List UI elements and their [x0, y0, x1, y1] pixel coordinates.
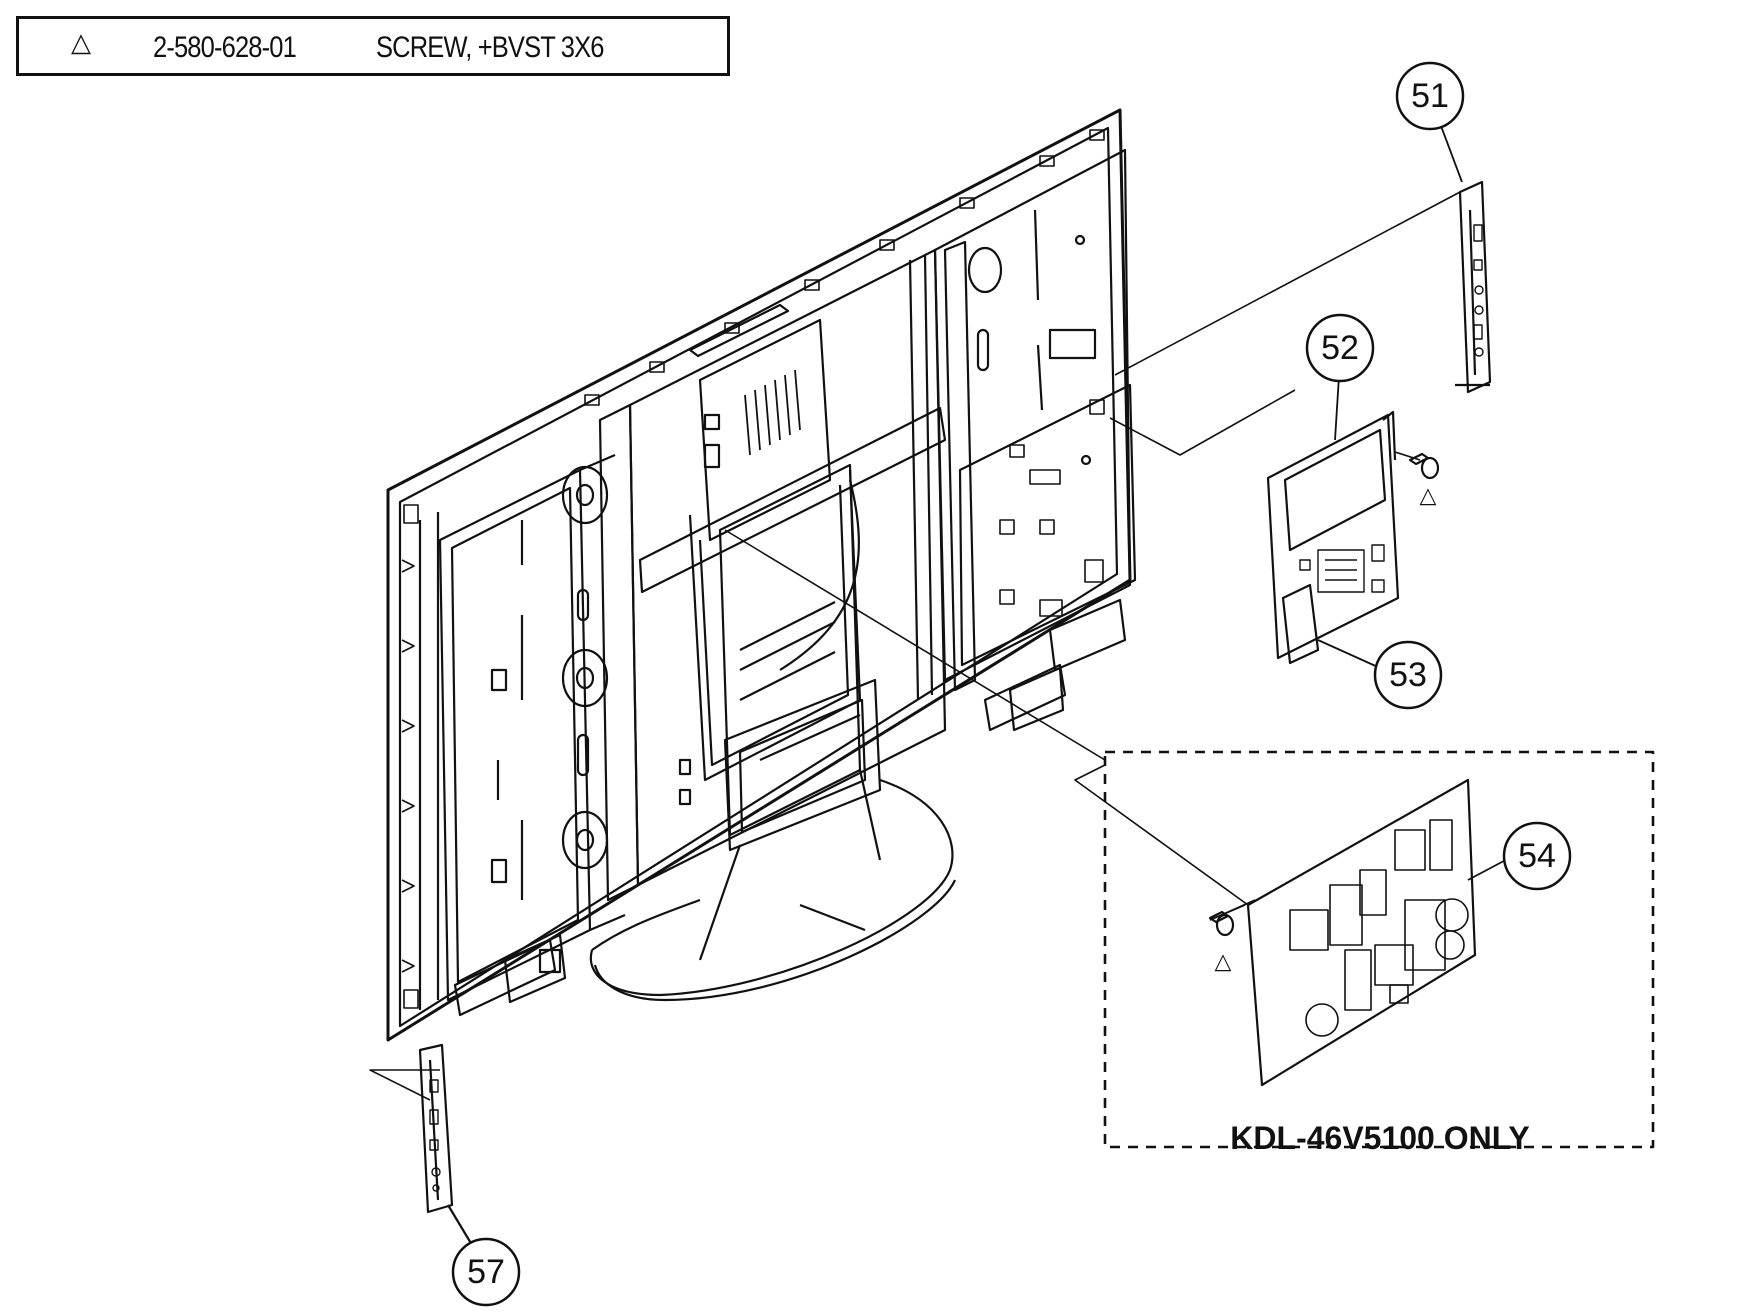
callout-54-label: 54	[1518, 837, 1556, 875]
callout-57-label: 57	[467, 1253, 505, 1291]
part-51-bracket	[1455, 180, 1492, 394]
legend-description: SCREW, +BVST 3X6	[376, 31, 604, 64]
variant-dashed-box	[1103, 750, 1655, 1149]
left-shield-panel	[438, 453, 626, 1002]
legend-box: △ 2-580-628-01 SCREW, +BVST 3X6	[16, 16, 730, 76]
tv-panel-frame	[386, 108, 1132, 1042]
screw-mark-icon: △	[1215, 950, 1232, 975]
left-mount-bracket	[561, 403, 640, 902]
callout-51-label: 51	[1411, 77, 1449, 115]
screw-symbol-icon: △	[71, 27, 91, 57]
callout-leaders	[1317, 117, 1516, 881]
callout-51-circle	[1395, 61, 1465, 131]
callout-54-circle	[1502, 821, 1572, 891]
callout-53-circle	[1373, 640, 1443, 710]
callout-57-circle	[451, 1237, 521, 1307]
center-chassis	[628, 248, 947, 887]
callout-53-label: 53	[1389, 656, 1427, 694]
part-57-bracket	[418, 1043, 479, 1256]
screw-mark-icon: △	[1420, 484, 1437, 509]
part-52-board	[1266, 410, 1400, 665]
right-chassis-panel	[933, 148, 1137, 692]
screw-52	[1408, 452, 1440, 480]
bottom-connectors	[453, 598, 1127, 1017]
variant-label: KDL-46V5100 ONLY	[1230, 1120, 1529, 1156]
legend-part-number: 2-580-628-01	[153, 31, 297, 64]
callout-52-circle	[1305, 313, 1375, 383]
callout-52-label: 52	[1321, 329, 1359, 367]
screw-54	[1208, 910, 1235, 937]
part-54-board	[1246, 778, 1477, 1087]
stand	[589, 678, 957, 1002]
leader-lines	[369, 191, 1461, 1101]
